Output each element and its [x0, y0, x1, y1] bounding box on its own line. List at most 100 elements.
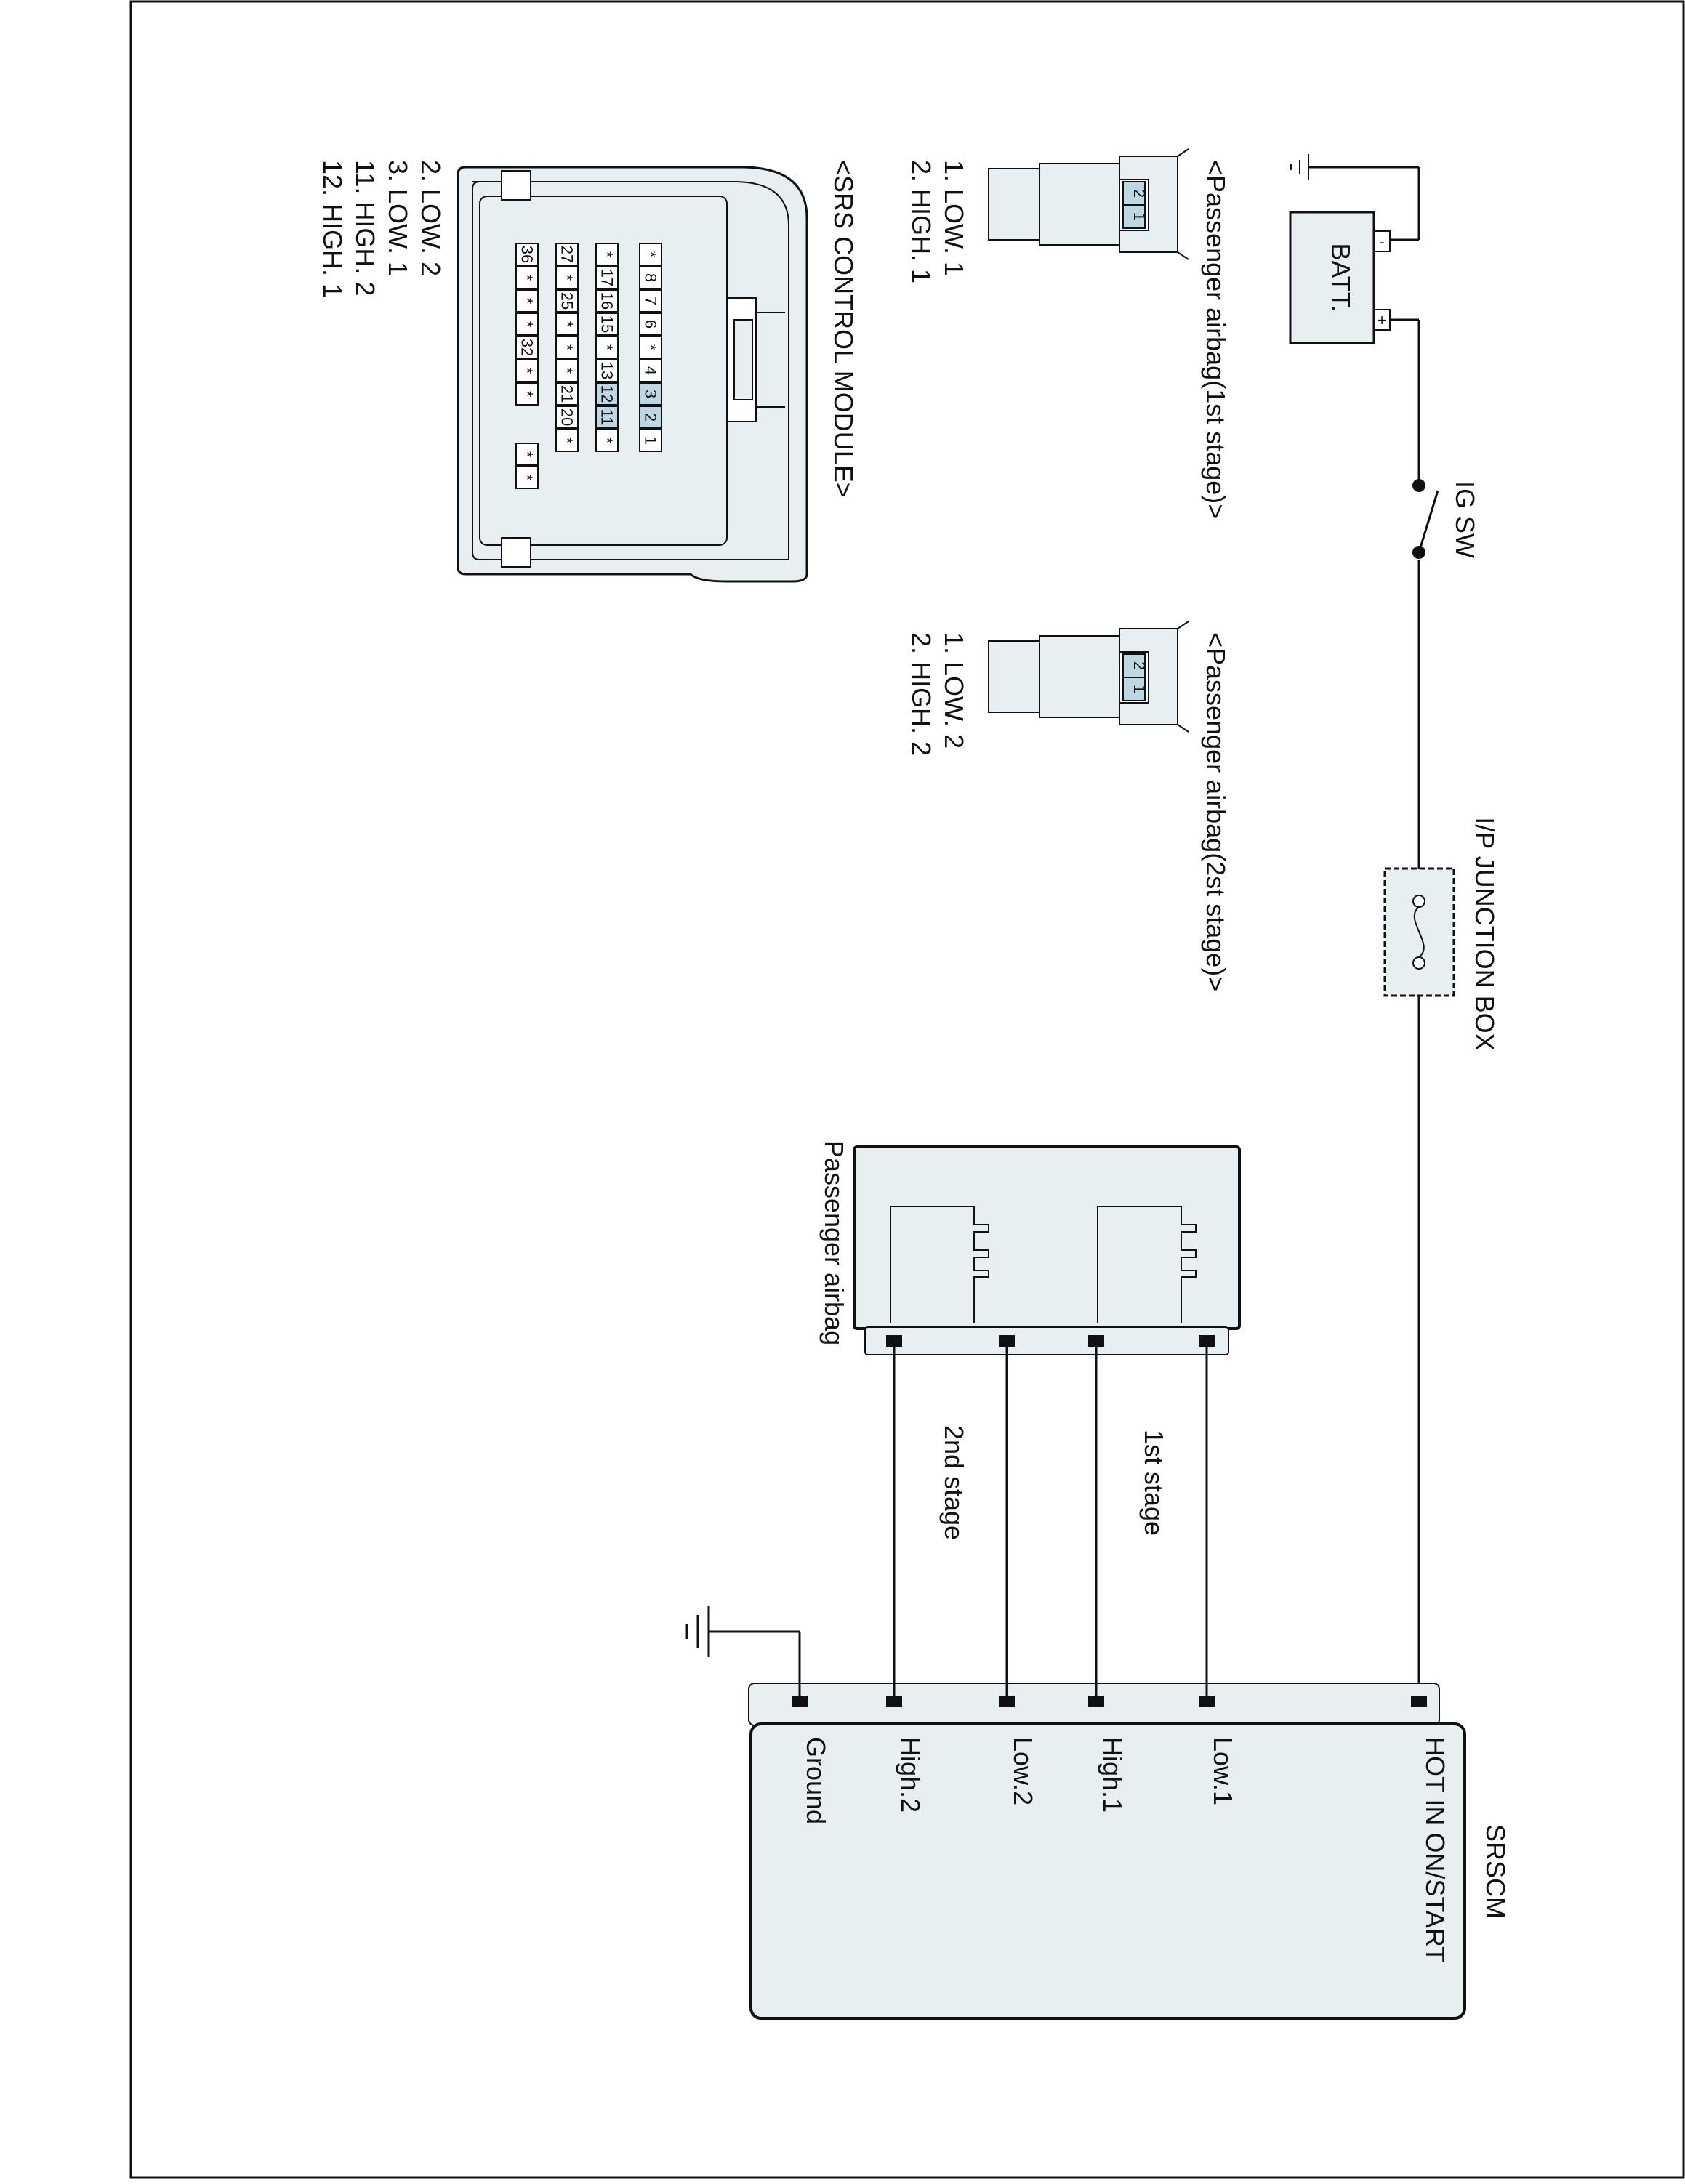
srs-cavity-label: 6 — [642, 320, 660, 329]
srs-cavity-label: 15 — [598, 315, 616, 333]
srs-cavity-label: * — [642, 344, 660, 351]
srs-cavity-label: * — [558, 275, 576, 281]
srs-cavity — [555, 382, 579, 406]
srs-cavity — [639, 243, 662, 266]
passenger-airbag: Passenger airbag — [819, 1140, 1241, 1355]
srs-cavity — [595, 359, 619, 382]
srs-cavity-label: 25 — [558, 292, 576, 310]
srs-cavity — [515, 382, 539, 406]
connector-1st-pin-1: 1. LOW. 1 — [939, 160, 969, 276]
srs-cavity — [595, 289, 619, 313]
srs-cavity-label: 27 — [558, 246, 576, 263]
srs-cavity — [639, 266, 662, 289]
srs-cavity — [639, 289, 662, 313]
srs-cavity — [555, 406, 579, 429]
srs-module-cavities: *876*4321*171615*131211*27*25***2120*36*… — [515, 243, 662, 489]
page-frame — [129, 0, 1685, 2179]
srs-cavity-label: * — [558, 344, 576, 351]
srscm-terminal — [886, 1696, 902, 1707]
junction-box: I/P JUNCTION BOX — [1383, 817, 1500, 1051]
srs-cavity — [639, 382, 662, 406]
srs-cavity-label: * — [518, 275, 536, 281]
srs-cavity — [515, 313, 539, 336]
srs-cavity-label: * — [558, 321, 576, 328]
srs-cavity-label: 16 — [598, 292, 616, 310]
srscm-ground-icon — [685, 1606, 710, 1657]
srs-cavity-label: * — [642, 251, 660, 258]
battery-label: BATT. — [1326, 243, 1356, 312]
srs-cavity-label: 2 — [642, 413, 660, 422]
srs-cavity — [555, 429, 579, 452]
battery-ground-icon — [1290, 154, 1420, 241]
srs-cavity — [515, 266, 539, 289]
srs-cavity-label: * — [598, 344, 616, 351]
srs-cavity-label: * — [518, 298, 536, 305]
srs-module-pin-description: 3. LOW. 1 — [383, 160, 413, 276]
second-stage-label: 2nd stage — [939, 1425, 969, 1540]
srs-module-pin-description: 2. LOW. 2 — [416, 160, 446, 276]
srs-cavity-label: * — [518, 391, 536, 398]
airbag-terminal — [1199, 1335, 1215, 1347]
connector-2nd-title: <Passenger airbag(2st stage)> — [1201, 632, 1231, 991]
airbag-terminals — [886, 1335, 1215, 1347]
connector-1st-pin-2: 2. HIGH. 1 — [906, 160, 936, 283]
srscm-title: SRSCM — [1481, 1824, 1511, 1919]
srs-module-pin-description: 11. HIGH. 2 — [350, 160, 380, 296]
connector-2nd-pin-b: 1 — [1130, 685, 1149, 693]
srscm-terminal — [1088, 1696, 1104, 1707]
srs-cavity — [595, 382, 619, 406]
srs-cavity-label: * — [518, 451, 536, 458]
srs-cavity — [639, 313, 662, 336]
srscm-module: SRSCM HOT IN ON/STARTLow.1High.1Low.2Hig… — [748, 1683, 1511, 2020]
fuse-icon — [1413, 906, 1425, 958]
srs-cavity-label: 12 — [598, 385, 616, 403]
srs-cavity-label: 8 — [642, 273, 660, 282]
srs-cavity — [595, 429, 619, 452]
srscm-pin-label: High.1 — [1098, 1737, 1127, 1813]
srscm-pin-label: Low.1 — [1208, 1737, 1238, 1805]
connector-1st-pin-a: 2 — [1130, 189, 1149, 198]
srs-cavity-label: 1 — [642, 436, 660, 445]
srs-cavity — [639, 406, 662, 429]
connector-1st-drawing: 2 1 — [988, 148, 1189, 260]
srscm-terminal — [1199, 1696, 1215, 1707]
srs-cavity-label: 3 — [642, 390, 660, 398]
srs-cavity — [639, 429, 662, 452]
squib-2-icon — [890, 1206, 989, 1323]
srs-cavity-label: * — [518, 475, 536, 481]
srs-cavity-label: * — [598, 438, 616, 444]
srs-cavity — [515, 336, 539, 359]
junction-box-label: I/P JUNCTION BOX — [1470, 817, 1500, 1050]
srs-cavity — [595, 406, 619, 429]
srscm-terminal — [792, 1696, 808, 1707]
connector-2nd-drawing: 2 1 — [988, 621, 1189, 733]
srs-cavity-label: 4 — [642, 366, 660, 375]
srs-cavity — [595, 243, 619, 266]
srs-cavity-label: 17 — [598, 269, 616, 286]
connector-1st-title: <Passenger airbag(1st stage)> — [1201, 160, 1231, 519]
srscm-pin-labels: HOT IN ON/STARTLow.1High.1Low.2High.2Gro… — [801, 1737, 1450, 1962]
srscm-terminal — [999, 1696, 1015, 1707]
passenger-airbag-label: Passenger airbag — [819, 1140, 849, 1345]
srs-cavity — [555, 313, 579, 336]
srs-cavity-label: * — [518, 321, 536, 328]
srscm-terminals — [792, 1696, 1427, 1707]
srs-cavity-label: * — [518, 368, 536, 374]
srs-cavity — [639, 359, 662, 382]
battery-negative-label: - — [1379, 233, 1384, 251]
srs-cavity — [555, 243, 579, 266]
airbag-terminal — [1088, 1335, 1104, 1347]
srs-cavity-label: * — [598, 251, 616, 258]
srscm-pin-label: HOT IN ON/START — [1420, 1737, 1450, 1962]
srscm-terminal — [1411, 1696, 1427, 1707]
connector-2nd-pin-a: 2 — [1130, 661, 1149, 670]
airbag-terminal — [886, 1335, 902, 1347]
srs-cavity-label: 7 — [642, 297, 660, 305]
srscm-pin-label: Ground — [801, 1737, 831, 1824]
first-stage-label: 1st stage — [1139, 1430, 1169, 1536]
srs-cavity — [555, 336, 579, 359]
connector-1st-pin-b: 1 — [1130, 212, 1149, 221]
srs-module-pin-description: 12. HIGH. 1 — [318, 160, 347, 298]
